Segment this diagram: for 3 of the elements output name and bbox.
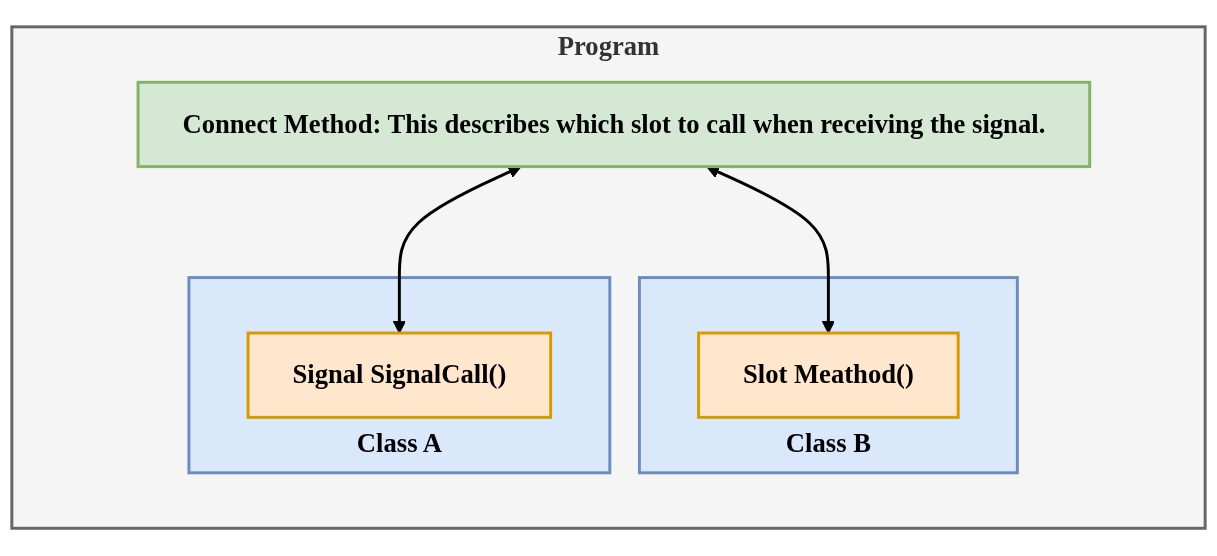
node-box: Signal SignalCall() — [246, 332, 553, 420]
node-box: Slot Meathod() — [697, 332, 960, 420]
node-box: Connect Method: This describes which slot to call when receiving the signal. — [136, 81, 1092, 169]
